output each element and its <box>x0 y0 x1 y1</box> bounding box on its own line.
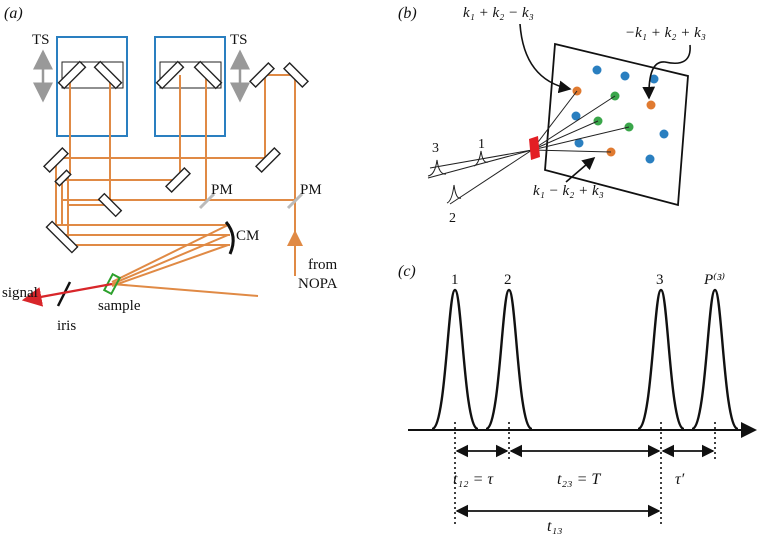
pm-right-label: PM <box>300 182 322 198</box>
cm-label: CM <box>236 228 259 244</box>
panel-c-label: (c) <box>398 263 416 280</box>
from-label: from <box>308 257 337 273</box>
curved-mirror <box>224 221 235 255</box>
pulse-signal <box>690 288 740 431</box>
pulse-1 <box>430 288 480 431</box>
signal-arrow <box>21 282 113 307</box>
mirrors <box>42 60 310 254</box>
pm-left-mirror <box>198 192 216 210</box>
polarization-label: P⁽³⁾ <box>703 271 725 288</box>
k-diff-label-bottom: k₁ − k₂ + k₃ <box>533 183 604 199</box>
pulse-2-shape <box>446 184 462 204</box>
t13-label: t₁₃ <box>547 518 563 535</box>
signal-label: signal <box>2 285 38 301</box>
t12-label: t₁₂ = τ <box>453 471 494 488</box>
panel-c: (c) 1 2 3 P⁽³⁾ t₁₂ = τ t₂₃ = T τ′ t₁₃ <box>398 263 757 535</box>
k-diff-arrow-bottom <box>565 156 596 183</box>
pulse-1-label: 1 <box>451 272 459 288</box>
iris <box>56 281 72 307</box>
pulse-2 <box>484 288 534 431</box>
time-markers <box>454 422 716 525</box>
beam-rays <box>427 90 630 205</box>
ts-left-label: TS <box>32 32 50 48</box>
t23-label: t₂₃ = T <box>557 471 601 488</box>
pulse-2-label: 2 <box>504 272 512 288</box>
translation-stage-left <box>56 36 128 137</box>
ts-right-label: TS <box>230 32 248 48</box>
iris-label: iris <box>57 318 76 334</box>
pulse-3-shape <box>427 159 447 177</box>
k-sum-label-top-left: k₁ + k₂ − k₃ <box>463 5 534 21</box>
tau-prime-label: τ′ <box>675 471 685 488</box>
pm-right-mirror <box>286 192 304 210</box>
pulse-3-label: 3 <box>656 272 664 288</box>
retroreflector-right <box>159 61 222 89</box>
panel-b: (b) <box>398 5 706 226</box>
pulse-3-label: 3 <box>432 141 439 156</box>
translation-stage-right <box>154 36 226 137</box>
pulse-1-label: 1 <box>478 137 485 152</box>
panel-a-label: (a) <box>4 5 23 22</box>
pulse-3 <box>636 288 686 431</box>
retroreflector-left <box>61 61 124 89</box>
sample-cell <box>102 272 122 296</box>
nopa-label: NOPA <box>298 276 338 292</box>
beam-paths <box>55 74 303 297</box>
pm-left-label: PM <box>211 182 233 198</box>
panel-b-label: (b) <box>398 5 417 22</box>
sample-label: sample <box>98 298 141 314</box>
k-sum-arrow-top-right <box>642 44 691 100</box>
pulse-1-shape <box>473 150 489 167</box>
k-sum-label-top-right: −k₁ + k₂ + k₃ <box>625 25 706 41</box>
sample-marker <box>529 136 540 160</box>
pulse-2-label: 2 <box>449 211 456 226</box>
k-sum-arrow-top-left <box>519 23 572 94</box>
panel-a: (a) TS TS <box>2 5 338 334</box>
